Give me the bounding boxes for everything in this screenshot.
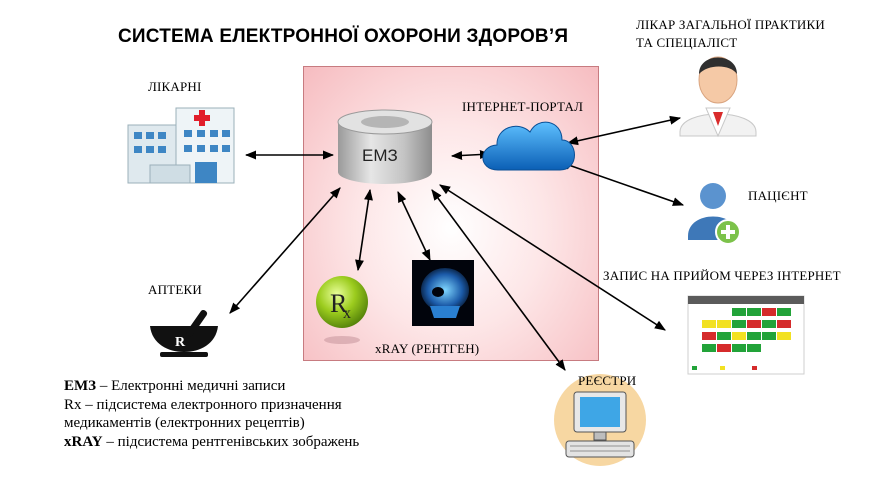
pharmacies-label: АПТЕКИ: [148, 282, 202, 297]
appointment-label: ЗАПИС НА ПРИЙОМ ЧЕРЕЗ ІНТЕРНЕТ: [603, 268, 841, 283]
arrow-portal-doctor: [566, 115, 682, 146]
arrow-emz-rx: [355, 188, 373, 272]
patient-label: ПАЦІЄНТ: [748, 188, 808, 203]
legend-text: – Електронні медичні записи: [96, 378, 286, 394]
svg-text:R: R: [175, 335, 186, 350]
computer-icon: [554, 374, 646, 466]
legend-term: xRAY: [64, 433, 103, 450]
connection-arrows: [229, 115, 685, 371]
doctor-label-line1: ЛІКАР ЗАГАЛЬНОЇ ПРАКТИКИ: [636, 17, 825, 32]
legend-term: ЕМЗ: [64, 378, 97, 394]
cloud-icon: [482, 121, 575, 171]
patient-icon: [688, 183, 741, 245]
arrow-portal-patient: [558, 161, 685, 206]
legend: ЕМЗ – Електронні медичні записи Rx – під…: [64, 377, 359, 451]
legend-row: ЕМЗ – Електронні медичні записи: [64, 377, 359, 396]
doctor-icon: [679, 56, 757, 138]
svg-text:R: R: [330, 289, 348, 318]
legend-row: медикаментів (електронних рецептів): [64, 414, 359, 433]
diagram-title: СИСТЕМА ЕЛЕКТРОННОЇ ОХОРОНИ ЗДОРОВ’Я: [118, 26, 569, 47]
arrow-emz-appointment: [439, 184, 666, 331]
legend-text: Rx – підсистема електронного призначення: [64, 396, 342, 413]
doctor-label-line2: ТА СПЕЦІАЛІСТ: [636, 35, 738, 50]
mortar-pestle-icon: R: [150, 309, 218, 357]
arrow-emz-pharmacies: [229, 187, 341, 314]
xray-skull-icon: [412, 260, 474, 326]
xray-label: xRAY (РЕНТГЕН): [375, 341, 480, 356]
registries-label: РЕЄСТРИ: [578, 373, 637, 388]
legend-text: – підсистема рентгенівських зображень: [102, 433, 360, 450]
rx-ball-icon: R x: [316, 276, 368, 344]
hospitals-label: ЛІКАРНІ: [148, 79, 202, 94]
legend-row: xRAY – підсистема рентгенівських зображе…: [64, 433, 359, 452]
legend-row: Rx – підсистема електронного призначення: [64, 396, 359, 415]
emz-label: ЕМЗ: [362, 146, 398, 165]
legend-text: медикаментів (електронних рецептів): [64, 415, 305, 431]
portal-label: ІНТЕРНЕТ-ПОРТАЛ: [462, 99, 584, 114]
calendar-schedule-icon: [687, 295, 805, 375]
database-cylinder-icon: [337, 109, 433, 184]
svg-text:x: x: [343, 305, 351, 322]
hospital-icon: [127, 107, 235, 184]
arrow-emz-xray: [397, 190, 431, 262]
